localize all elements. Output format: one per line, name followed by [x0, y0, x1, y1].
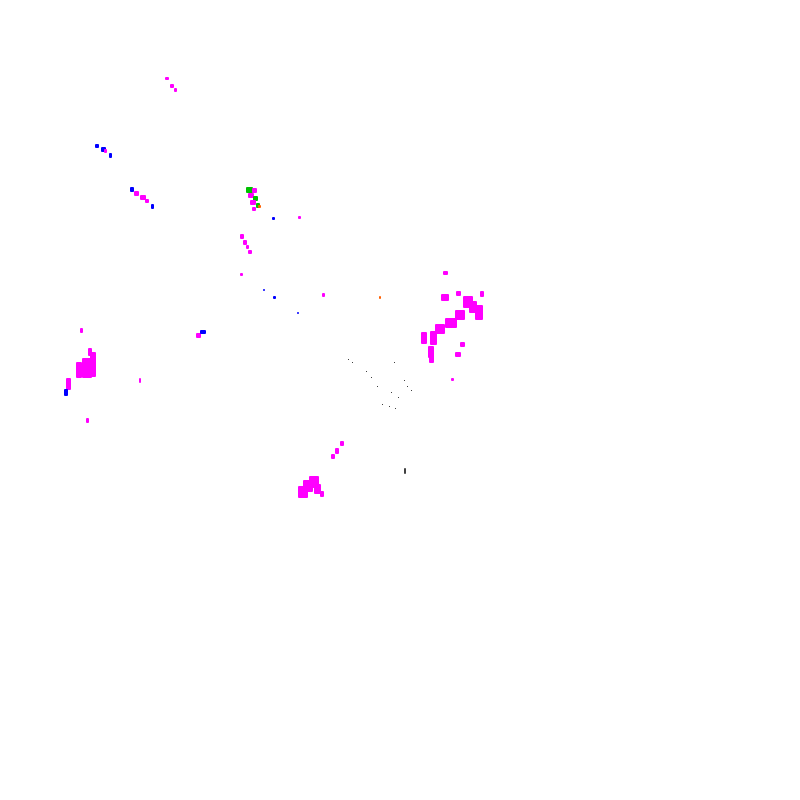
echo-cell-i — [200, 330, 206, 334]
echo-cell-e — [298, 216, 301, 219]
echo-cell-h — [64, 389, 68, 396]
echo-cell-i — [196, 333, 201, 338]
echo-cell-k — [314, 484, 321, 494]
echo-speck — [398, 397, 399, 398]
echo-cell-j — [443, 271, 448, 275]
echo-speck — [394, 362, 395, 363]
echo-cell-c — [151, 204, 154, 209]
echo-speck — [407, 386, 408, 387]
echo-cell-f — [240, 234, 244, 239]
echo-cell-f — [246, 245, 249, 249]
precipitation-echoes — [64, 77, 484, 498]
echo-speck — [352, 362, 353, 363]
echo-speck — [382, 404, 383, 405]
echo-cell-j — [451, 378, 454, 381]
echo-cell-j — [456, 291, 461, 296]
echo-cell-k — [320, 491, 324, 497]
echo-cell-g — [263, 289, 265, 291]
echo-cell-c — [134, 191, 139, 196]
echo-cell-j — [460, 342, 465, 347]
echo-speck — [411, 390, 412, 391]
echo-cell-j — [421, 332, 427, 344]
echo-cell-d — [248, 193, 254, 198]
echo-cell-c — [130, 187, 134, 192]
echo-cell-k — [340, 441, 344, 446]
echo-speck — [389, 406, 390, 407]
echo-cell-h — [82, 358, 92, 378]
echo-cell-h — [80, 328, 83, 333]
echo-cell-h — [66, 378, 71, 390]
echo-cell-g — [297, 312, 299, 314]
echo-cell-j — [441, 294, 449, 301]
echo-cell-k — [331, 454, 335, 459]
echo-speck — [395, 408, 396, 409]
echo-cell-k — [298, 486, 308, 498]
echo-cell-h — [90, 352, 96, 377]
echo-speck — [348, 359, 349, 360]
echo-cell-h — [76, 362, 82, 378]
echo-cell-k — [335, 448, 339, 454]
echo-speck — [404, 380, 405, 381]
echo-cell-k — [404, 468, 406, 474]
echo-cell-j — [445, 318, 457, 328]
echo-cell-d — [258, 205, 261, 208]
echo-cell-j — [429, 356, 434, 363]
echo-cell-h — [86, 418, 89, 423]
echo-speck — [371, 377, 372, 378]
echo-cell-b — [95, 144, 99, 148]
echo-cell-d — [252, 207, 256, 211]
echo-cell-a — [165, 77, 169, 80]
echo-cell-c — [140, 195, 146, 200]
echo-speck — [377, 386, 378, 387]
echo-cell-f — [243, 240, 247, 245]
echo-cell-b — [104, 149, 107, 153]
echo-cell-j — [455, 352, 461, 357]
echo-speck — [391, 392, 392, 393]
echo-cell-b — [109, 153, 112, 158]
echo-cell-g — [379, 296, 381, 299]
echo-speck — [366, 371, 367, 372]
echo-cell-h — [139, 378, 141, 383]
echo-cell-a — [170, 84, 174, 88]
echo-cell-j — [428, 346, 434, 358]
echo-cell-f — [248, 250, 252, 254]
echo-cell-d — [250, 200, 256, 205]
echo-cell-a — [174, 88, 177, 92]
echo-cell-j — [455, 310, 465, 320]
echo-cell-j — [480, 291, 484, 297]
echo-cell-g — [273, 296, 276, 299]
echo-cell-e — [272, 217, 275, 220]
echo-cell-d — [253, 196, 258, 201]
echo-cell-f — [240, 273, 243, 276]
echo-cell-g — [322, 293, 325, 297]
echo-cell-j — [430, 331, 437, 345]
echo-cell-d — [246, 187, 253, 193]
echo-cell-j — [475, 305, 483, 320]
echo-cell-j — [435, 324, 445, 334]
echo-cell-c — [145, 199, 149, 203]
echo-cell-d — [252, 188, 257, 193]
